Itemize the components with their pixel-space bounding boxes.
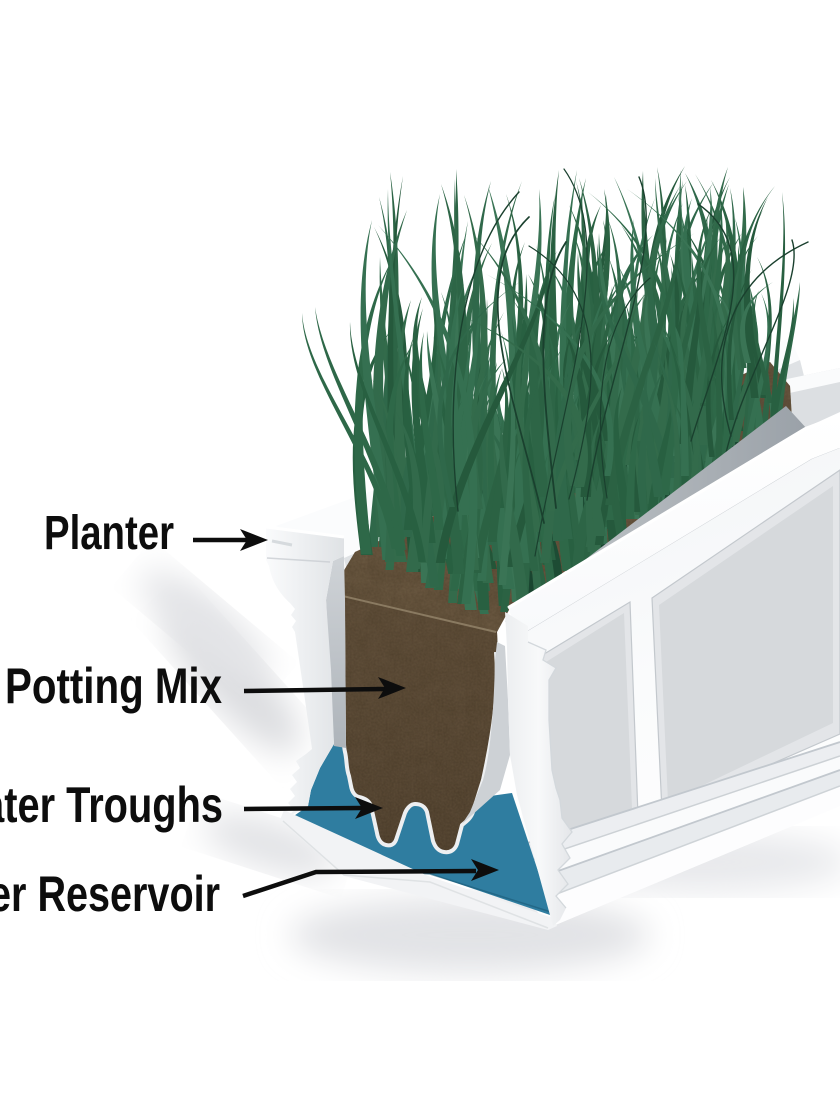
svg-text:Water Troughs: Water Troughs <box>0 777 223 833</box>
svg-text:Potting Mix: Potting Mix <box>5 658 222 714</box>
svg-text:Water Reservoir: Water Reservoir <box>0 866 220 922</box>
svg-text:Planter: Planter <box>44 507 174 560</box>
